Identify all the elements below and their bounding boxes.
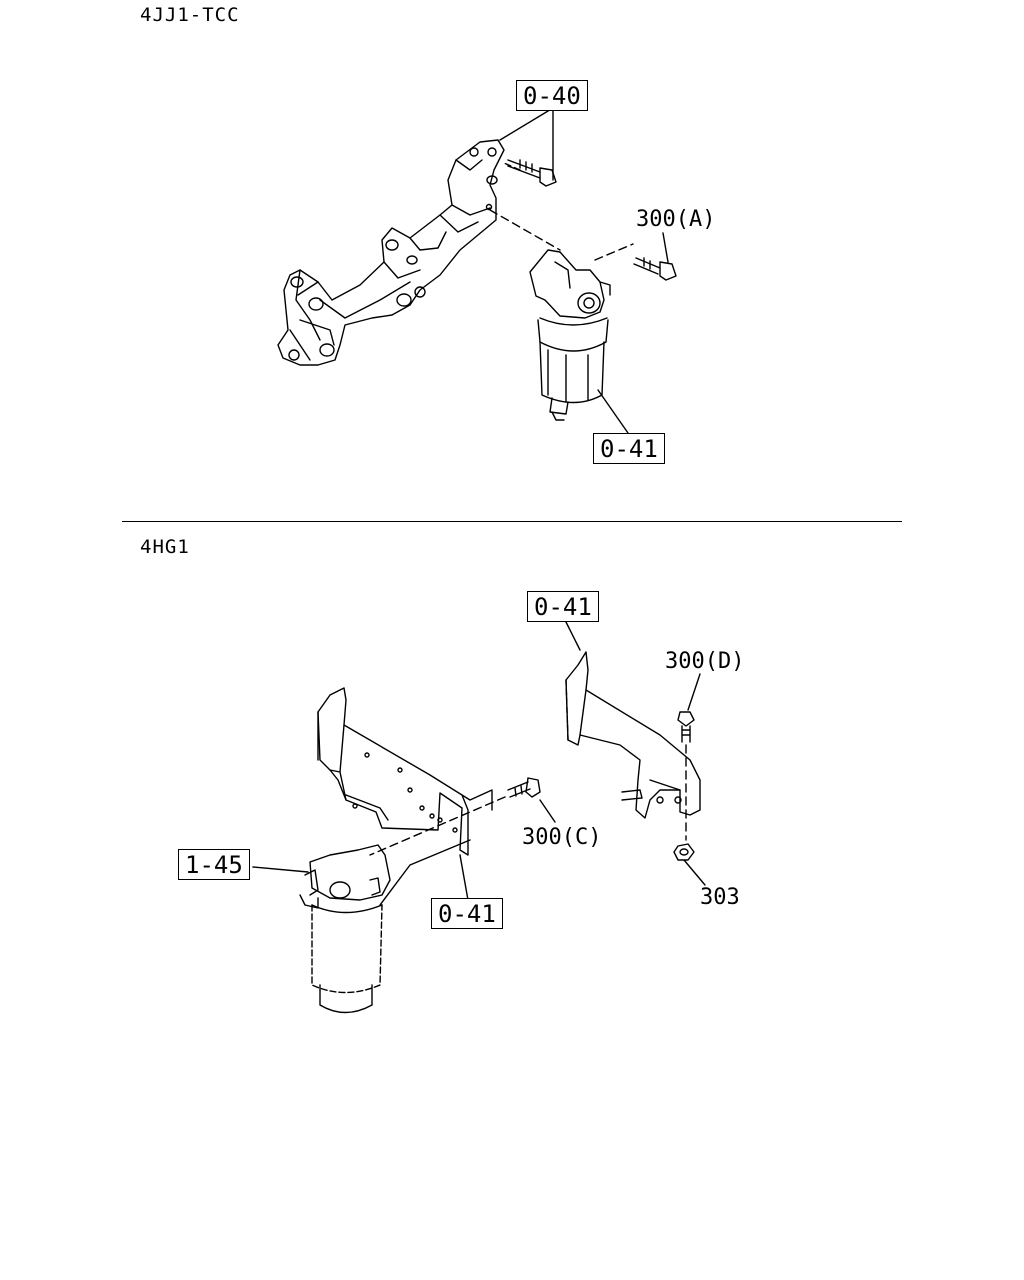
section-title-4jj1: 4JJ1-TCC	[140, 4, 240, 26]
fuel-filter-top-illustration	[530, 250, 610, 420]
section-divider	[122, 521, 902, 522]
callout-0-40[interactable]: 0-40	[516, 80, 588, 111]
bracket-041-left-illustration	[318, 688, 492, 855]
bolt-040-illustration	[508, 160, 556, 186]
callout-300d[interactable]: 300(D)	[665, 649, 745, 674]
bolt-300c-illustration	[508, 778, 540, 797]
engine-bracket-illustration	[278, 140, 504, 365]
callout-0-41-bracket-left[interactable]: 0-41	[431, 898, 503, 929]
callout-300a[interactable]: 300(A)	[636, 207, 716, 232]
nut-303-illustration	[674, 844, 694, 860]
callout-303[interactable]: 303	[700, 885, 740, 910]
callout-300c[interactable]: 300(C)	[522, 825, 602, 850]
bottom-leader-lines	[253, 620, 705, 900]
section-title-4hg1: 4HG1	[140, 536, 190, 558]
bolt-300d-illustration	[678, 712, 694, 742]
top-leader-lines	[490, 108, 668, 433]
callout-0-41-bracket-right[interactable]: 0-41	[527, 591, 599, 622]
callout-0-41-top[interactable]: 0-41	[593, 433, 665, 464]
fuel-filter-145-illustration	[300, 840, 470, 1013]
bolt-300a-illustration	[634, 258, 676, 280]
bracket-041-right-illustration	[566, 652, 700, 818]
callout-1-45[interactable]: 1-45	[178, 849, 250, 880]
